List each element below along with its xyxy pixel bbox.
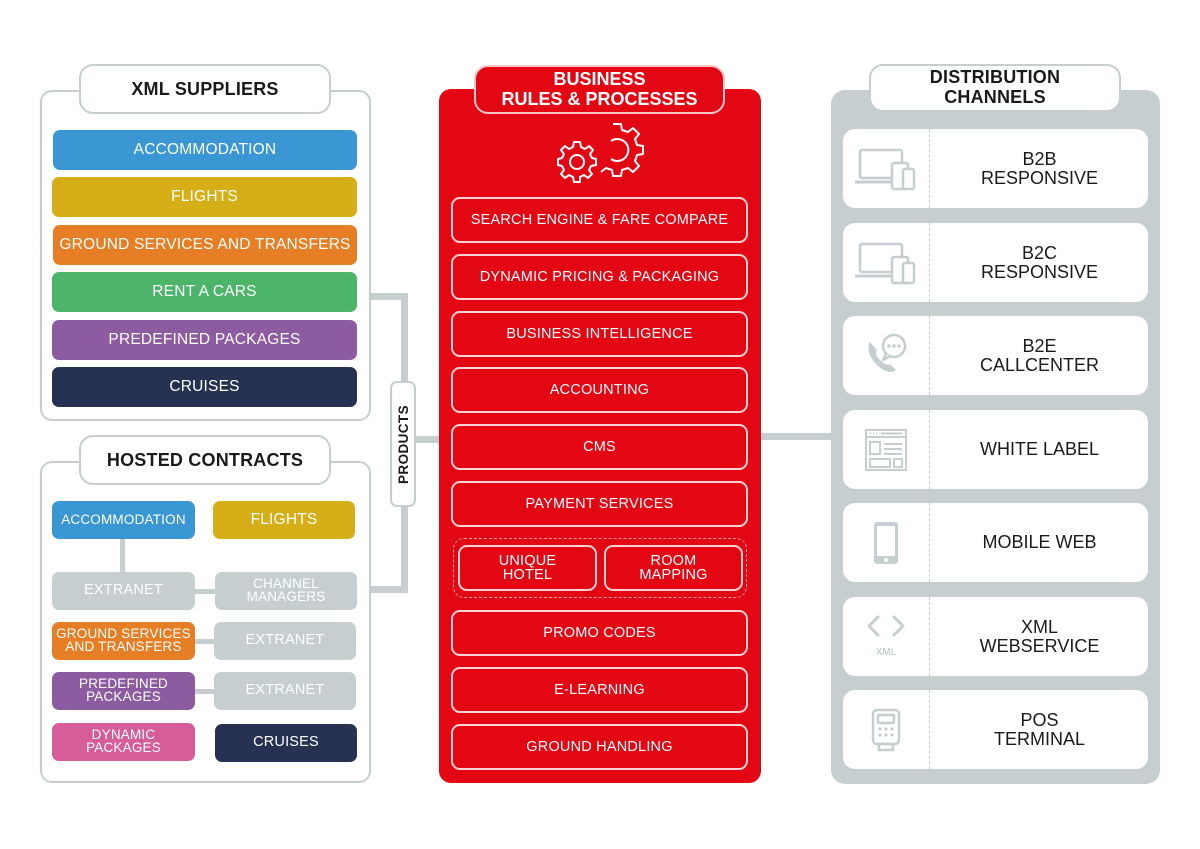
channel-label: B2C RESPONSIVE bbox=[980, 242, 1099, 282]
rule-dynamic-pricing[interactable]: DYNAMIC PRICING & PACKAGING bbox=[451, 254, 748, 300]
hosted-ground-services[interactable]: GROUND SERVICES AND TRANSFERS bbox=[52, 622, 195, 660]
channel-white-label[interactable]: WHITE LABEL bbox=[843, 410, 1148, 489]
smartphone-icon bbox=[843, 503, 929, 582]
rule-e-learning[interactable]: E-LEARNING bbox=[451, 667, 748, 713]
webpage-layout-icon bbox=[843, 410, 929, 489]
channel-divider bbox=[929, 597, 930, 676]
rule-payment-services[interactable]: PAYMENT SERVICES bbox=[451, 481, 748, 527]
channel-b2e-callcenter[interactable]: B2E CALLCENTER bbox=[843, 316, 1148, 395]
connector-predefined-extranet bbox=[194, 689, 216, 694]
responsive-devices-icon bbox=[843, 223, 929, 302]
connector-hosted-contracts bbox=[370, 586, 408, 593]
business-rules-title: BUSINESS RULES & PROCESSES bbox=[474, 65, 725, 114]
hosted-dynamic-packages[interactable]: DYNAMIC PACKAGES bbox=[52, 723, 195, 761]
channel-label: B2B RESPONSIVE bbox=[980, 148, 1099, 188]
channel-xml-webservice[interactable]: XML XML WEBSERVICE bbox=[843, 597, 1148, 676]
channel-label: WHITE LABEL bbox=[979, 439, 1100, 460]
products-tag: PRODUCTS bbox=[390, 381, 416, 507]
rule-promo-codes[interactable]: PROMO CODES bbox=[451, 610, 748, 656]
channel-divider bbox=[929, 503, 930, 582]
pos-terminal-icon bbox=[843, 690, 929, 769]
rule-ground-handling[interactable]: GROUND HANDLING bbox=[451, 724, 748, 770]
channel-b2b-responsive[interactable]: B2B RESPONSIVE bbox=[843, 129, 1148, 208]
phone-chat-icon bbox=[843, 316, 929, 395]
connector-accommodation-extranet bbox=[120, 538, 125, 574]
channel-divider bbox=[929, 129, 930, 208]
connector-extranet-channel-managers bbox=[194, 589, 216, 594]
connector-rules-to-channels bbox=[760, 433, 832, 440]
products-label: PRODUCTS bbox=[395, 404, 411, 484]
rule-unique-hotel[interactable]: UNIQUE HOTEL bbox=[458, 545, 597, 591]
xml-supplier-cruises[interactable]: CRUISES bbox=[52, 367, 357, 407]
hosted-flights[interactable]: FLIGHTS bbox=[213, 501, 355, 539]
xml-supplier-ground-services[interactable]: GROUND SERVICES AND TRANSFERS bbox=[53, 225, 357, 265]
hosted-accommodation[interactable]: ACCOMMODATION bbox=[52, 501, 195, 539]
channel-mobile-web[interactable]: MOBILE WEB bbox=[843, 503, 1148, 582]
channel-label: POS TERMINAL bbox=[993, 709, 1085, 749]
gears-icon bbox=[555, 122, 645, 188]
rule-accounting[interactable]: ACCOUNTING bbox=[451, 367, 748, 413]
code-brackets-icon: XML bbox=[843, 597, 929, 676]
channel-label: XML WEBSERVICE bbox=[979, 616, 1100, 656]
rule-business-intelligence[interactable]: BUSINESS INTELLIGENCE bbox=[451, 311, 748, 357]
channel-b2c-responsive[interactable]: B2C RESPONSIVE bbox=[843, 223, 1148, 302]
channel-divider bbox=[929, 223, 930, 302]
xml-supplier-predefined-packages[interactable]: PREDEFINED PACKAGES bbox=[52, 320, 357, 360]
rule-search-engine[interactable]: SEARCH ENGINE & FARE COMPARE bbox=[451, 197, 748, 243]
channel-divider bbox=[929, 410, 930, 489]
channel-label: B2E CALLCENTER bbox=[979, 335, 1100, 375]
rule-group-hotel-mapping bbox=[453, 538, 747, 598]
xml-supplier-flights[interactable]: FLIGHTS bbox=[52, 177, 357, 217]
hosted-extranet-predefined[interactable]: EXTRANET bbox=[214, 672, 356, 710]
hosted-extranet-accommodation[interactable]: EXTRANET bbox=[52, 572, 195, 610]
distribution-channels-title: DISTRIBUTION CHANNELS bbox=[869, 64, 1121, 112]
hosted-contracts-title: HOSTED CONTRACTS bbox=[79, 435, 331, 485]
connector-xml-suppliers bbox=[370, 293, 408, 300]
xml-supplier-rent-a-cars[interactable]: RENT A CARS bbox=[52, 272, 357, 312]
xml-icon-caption: XML bbox=[875, 647, 897, 658]
hosted-extranet-ground[interactable]: EXTRANET bbox=[214, 622, 356, 660]
channel-divider bbox=[929, 690, 930, 769]
xml-suppliers-title: XML SUPPLIERS bbox=[79, 64, 331, 114]
channel-divider bbox=[929, 316, 930, 395]
xml-supplier-accommodation[interactable]: ACCOMMODATION bbox=[53, 130, 357, 170]
rule-room-mapping[interactable]: ROOM MAPPING bbox=[604, 545, 743, 591]
rule-cms[interactable]: CMS bbox=[451, 424, 748, 470]
responsive-devices-icon bbox=[843, 129, 929, 208]
connector-ground-extranet bbox=[194, 639, 216, 644]
connector-products-to-rules bbox=[408, 436, 440, 443]
hosted-channel-managers[interactable]: CHANNEL MANAGERS bbox=[215, 572, 357, 610]
channel-pos-terminal[interactable]: POS TERMINAL bbox=[843, 690, 1148, 769]
hosted-predefined-packages[interactable]: PREDEFINED PACKAGES bbox=[52, 672, 195, 710]
hosted-cruises[interactable]: CRUISES bbox=[215, 724, 357, 762]
channel-label: MOBILE WEB bbox=[982, 532, 1097, 553]
